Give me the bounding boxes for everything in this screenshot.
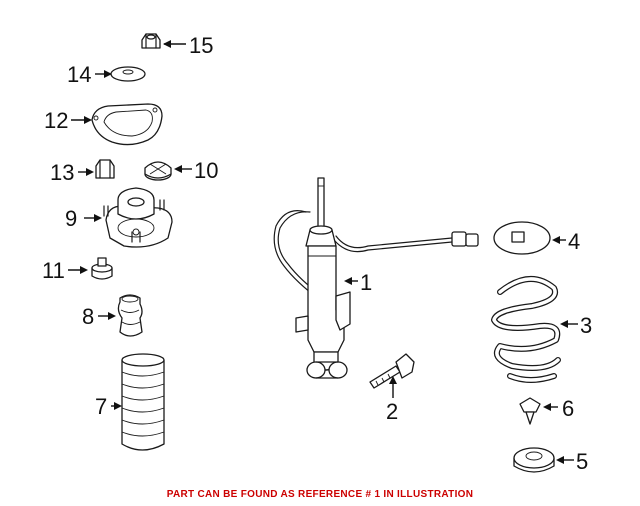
svg-text:8: 8 (82, 304, 94, 329)
part-13-nut (95, 159, 115, 179)
svg-text:4: 4 (568, 229, 580, 254)
part-11-cap (91, 257, 113, 280)
callout-9: 9 (65, 206, 102, 231)
part-9-strut-mount (103, 187, 173, 248)
callout-4: 4 (552, 229, 580, 254)
callout-1: 1 (344, 270, 372, 295)
footer-note: PART CAN BE FOUND AS REFERENCE # 1 IN IL… (166, 489, 474, 500)
callout-8: 8 (82, 304, 116, 329)
part-14-washer (110, 66, 146, 82)
svg-text:13: 13 (50, 160, 74, 185)
callout-2: 2 (386, 376, 398, 424)
svg-text:15: 15 (189, 33, 213, 58)
part-6-clip (519, 397, 541, 425)
svg-text:3: 3 (580, 313, 592, 338)
part-10-bearing (144, 161, 172, 181)
callout-14: 14 (67, 62, 112, 87)
callout-12: 12 (44, 108, 92, 133)
svg-text:7: 7 (95, 394, 107, 419)
callout-5: 5 (556, 449, 588, 474)
svg-text:1: 1 (360, 270, 372, 295)
callout-11: 11 (42, 258, 88, 283)
part-2-bolt (369, 353, 415, 389)
part-7-dust-boot (121, 353, 165, 451)
svg-text:12: 12 (44, 108, 68, 133)
callout-10: 10 (174, 158, 218, 183)
svg-text:11: 11 (42, 258, 65, 283)
callout-7: 7 (95, 394, 122, 419)
callout-6: 6 (543, 396, 574, 421)
svg-text:14: 14 (67, 62, 91, 87)
svg-text:10: 10 (194, 158, 218, 183)
callout-3: 3 (560, 313, 592, 338)
svg-text:2: 2 (386, 399, 398, 424)
callout-15: 15 (163, 33, 213, 58)
part-4-spring-seat (493, 221, 551, 255)
svg-text:9: 9 (65, 206, 77, 231)
part-8-bump-stop (117, 294, 143, 337)
part-5-spring-pad (513, 447, 555, 473)
part-12-gasket (91, 103, 163, 146)
svg-text:6: 6 (562, 396, 574, 421)
svg-text:5: 5 (576, 449, 588, 474)
part-3-coil-spring (491, 275, 561, 383)
part-1-strut (273, 177, 479, 379)
part-15-nut (141, 33, 161, 49)
callout-13: 13 (50, 160, 94, 185)
